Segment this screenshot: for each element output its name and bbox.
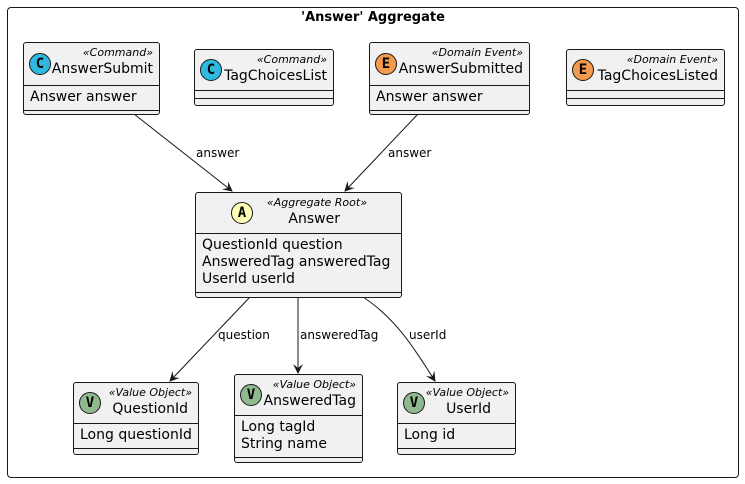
class-header: V «Value Object» AnsweredTag xyxy=(235,375,362,416)
edge-label-user-id: userId xyxy=(409,328,447,342)
arrow-answer-to-question xyxy=(169,296,251,382)
stereotype-label: «Domain Event» xyxy=(431,46,523,59)
class-user-id[interactable]: V «Value Object» UserId Long id xyxy=(397,382,516,455)
edge-label-question: question xyxy=(218,328,270,342)
class-fields xyxy=(567,91,724,99)
value-object-icon: V xyxy=(403,392,425,414)
field: Long tagId xyxy=(241,419,316,435)
class-name: AnswerSubmitted xyxy=(398,61,523,77)
class-answered-tag[interactable]: V «Value Object» AnsweredTag Long tagId … xyxy=(234,374,363,463)
class-fields: Answer answer xyxy=(370,86,529,111)
class-methods xyxy=(567,99,724,106)
class-name: AnsweredTag xyxy=(263,393,356,409)
field: Answer answer xyxy=(30,89,137,105)
command-icon: C xyxy=(29,53,51,75)
arrow-answer-to-user xyxy=(362,296,436,382)
class-header: V «Value Object» QuestionId xyxy=(74,383,198,424)
class-header: C «Command» AnswerSubmit xyxy=(24,43,159,86)
class-header: E «Domain Event» TagChoicesListed xyxy=(567,50,724,91)
value-object-icon: V xyxy=(79,392,101,414)
aggregate-title: 'Answer' Aggregate xyxy=(301,10,445,25)
event-icon: E xyxy=(375,53,397,75)
class-methods xyxy=(74,449,198,456)
class-name: Answer xyxy=(288,211,340,227)
stereotype-label: «Domain Event» xyxy=(626,53,718,66)
stereotype-label: «Aggregate Root» xyxy=(266,196,367,209)
field: String name xyxy=(241,436,327,452)
class-header: A «Aggregate Root» Answer xyxy=(196,193,401,234)
class-fields: Answer answer xyxy=(24,86,159,111)
edge-label-submitted-answer: answer xyxy=(388,146,432,160)
field: AnsweredTag answeredTag xyxy=(202,254,391,270)
class-fields: Long id xyxy=(398,424,515,449)
class-methods xyxy=(398,449,515,456)
event-icon: E xyxy=(572,59,594,81)
arrow-submitted-to-answer xyxy=(344,113,419,192)
arrow-submit-to-answer xyxy=(133,113,233,192)
class-fields: Long questionId xyxy=(74,424,198,449)
aggregate-root-icon: A xyxy=(231,202,253,224)
class-tag-choices-list[interactable]: C «Command» TagChoicesList xyxy=(194,49,334,106)
class-fields: Long tagId String name xyxy=(235,416,362,458)
stereotype-label: «Command» xyxy=(256,53,327,66)
class-header: C «Command» TagChoicesList xyxy=(195,50,333,91)
class-methods xyxy=(196,293,401,300)
class-answer-submitted[interactable]: E «Domain Event» AnswerSubmitted Answer … xyxy=(369,42,530,115)
class-question-id[interactable]: V «Value Object» QuestionId Long questio… xyxy=(73,382,199,455)
stereotype-label: «Value Object» xyxy=(272,378,356,391)
field: Long id xyxy=(404,427,456,443)
class-methods xyxy=(370,111,529,118)
field: Long questionId xyxy=(80,427,192,443)
class-header: E «Domain Event» AnswerSubmitted xyxy=(370,43,529,86)
stereotype-label: «Value Object» xyxy=(425,386,509,399)
class-header: V «Value Object» UserId xyxy=(398,383,515,424)
class-answer[interactable]: A «Aggregate Root» Answer QuestionId que… xyxy=(195,192,402,298)
class-name: AnswerSubmit xyxy=(51,61,153,77)
field: UserId userId xyxy=(202,271,295,287)
command-icon: C xyxy=(200,59,222,81)
class-name: QuestionId xyxy=(112,401,188,417)
class-tag-choices-listed[interactable]: E «Domain Event» TagChoicesListed xyxy=(566,49,725,106)
class-name: TagChoicesList xyxy=(224,68,327,84)
class-methods xyxy=(195,99,333,106)
stereotype-label: «Command» xyxy=(82,46,153,59)
class-name: UserId xyxy=(446,401,491,417)
field: QuestionId question xyxy=(202,237,343,253)
aggregate-frame: 'Answer' Aggregate xyxy=(7,7,739,478)
class-fields: QuestionId question AnsweredTag answered… xyxy=(196,234,401,293)
class-methods xyxy=(235,458,362,465)
class-methods xyxy=(24,111,159,118)
value-object-icon: V xyxy=(240,384,262,406)
class-name: TagChoicesListed xyxy=(597,68,718,84)
stereotype-label: «Value Object» xyxy=(108,386,192,399)
edge-label-submit-answer: answer xyxy=(196,146,240,160)
class-fields xyxy=(195,91,333,99)
field: Answer answer xyxy=(376,89,483,105)
edge-label-answered-tag: answeredTag xyxy=(300,328,379,342)
class-answer-submit[interactable]: C «Command» AnswerSubmit Answer answer xyxy=(23,42,160,115)
